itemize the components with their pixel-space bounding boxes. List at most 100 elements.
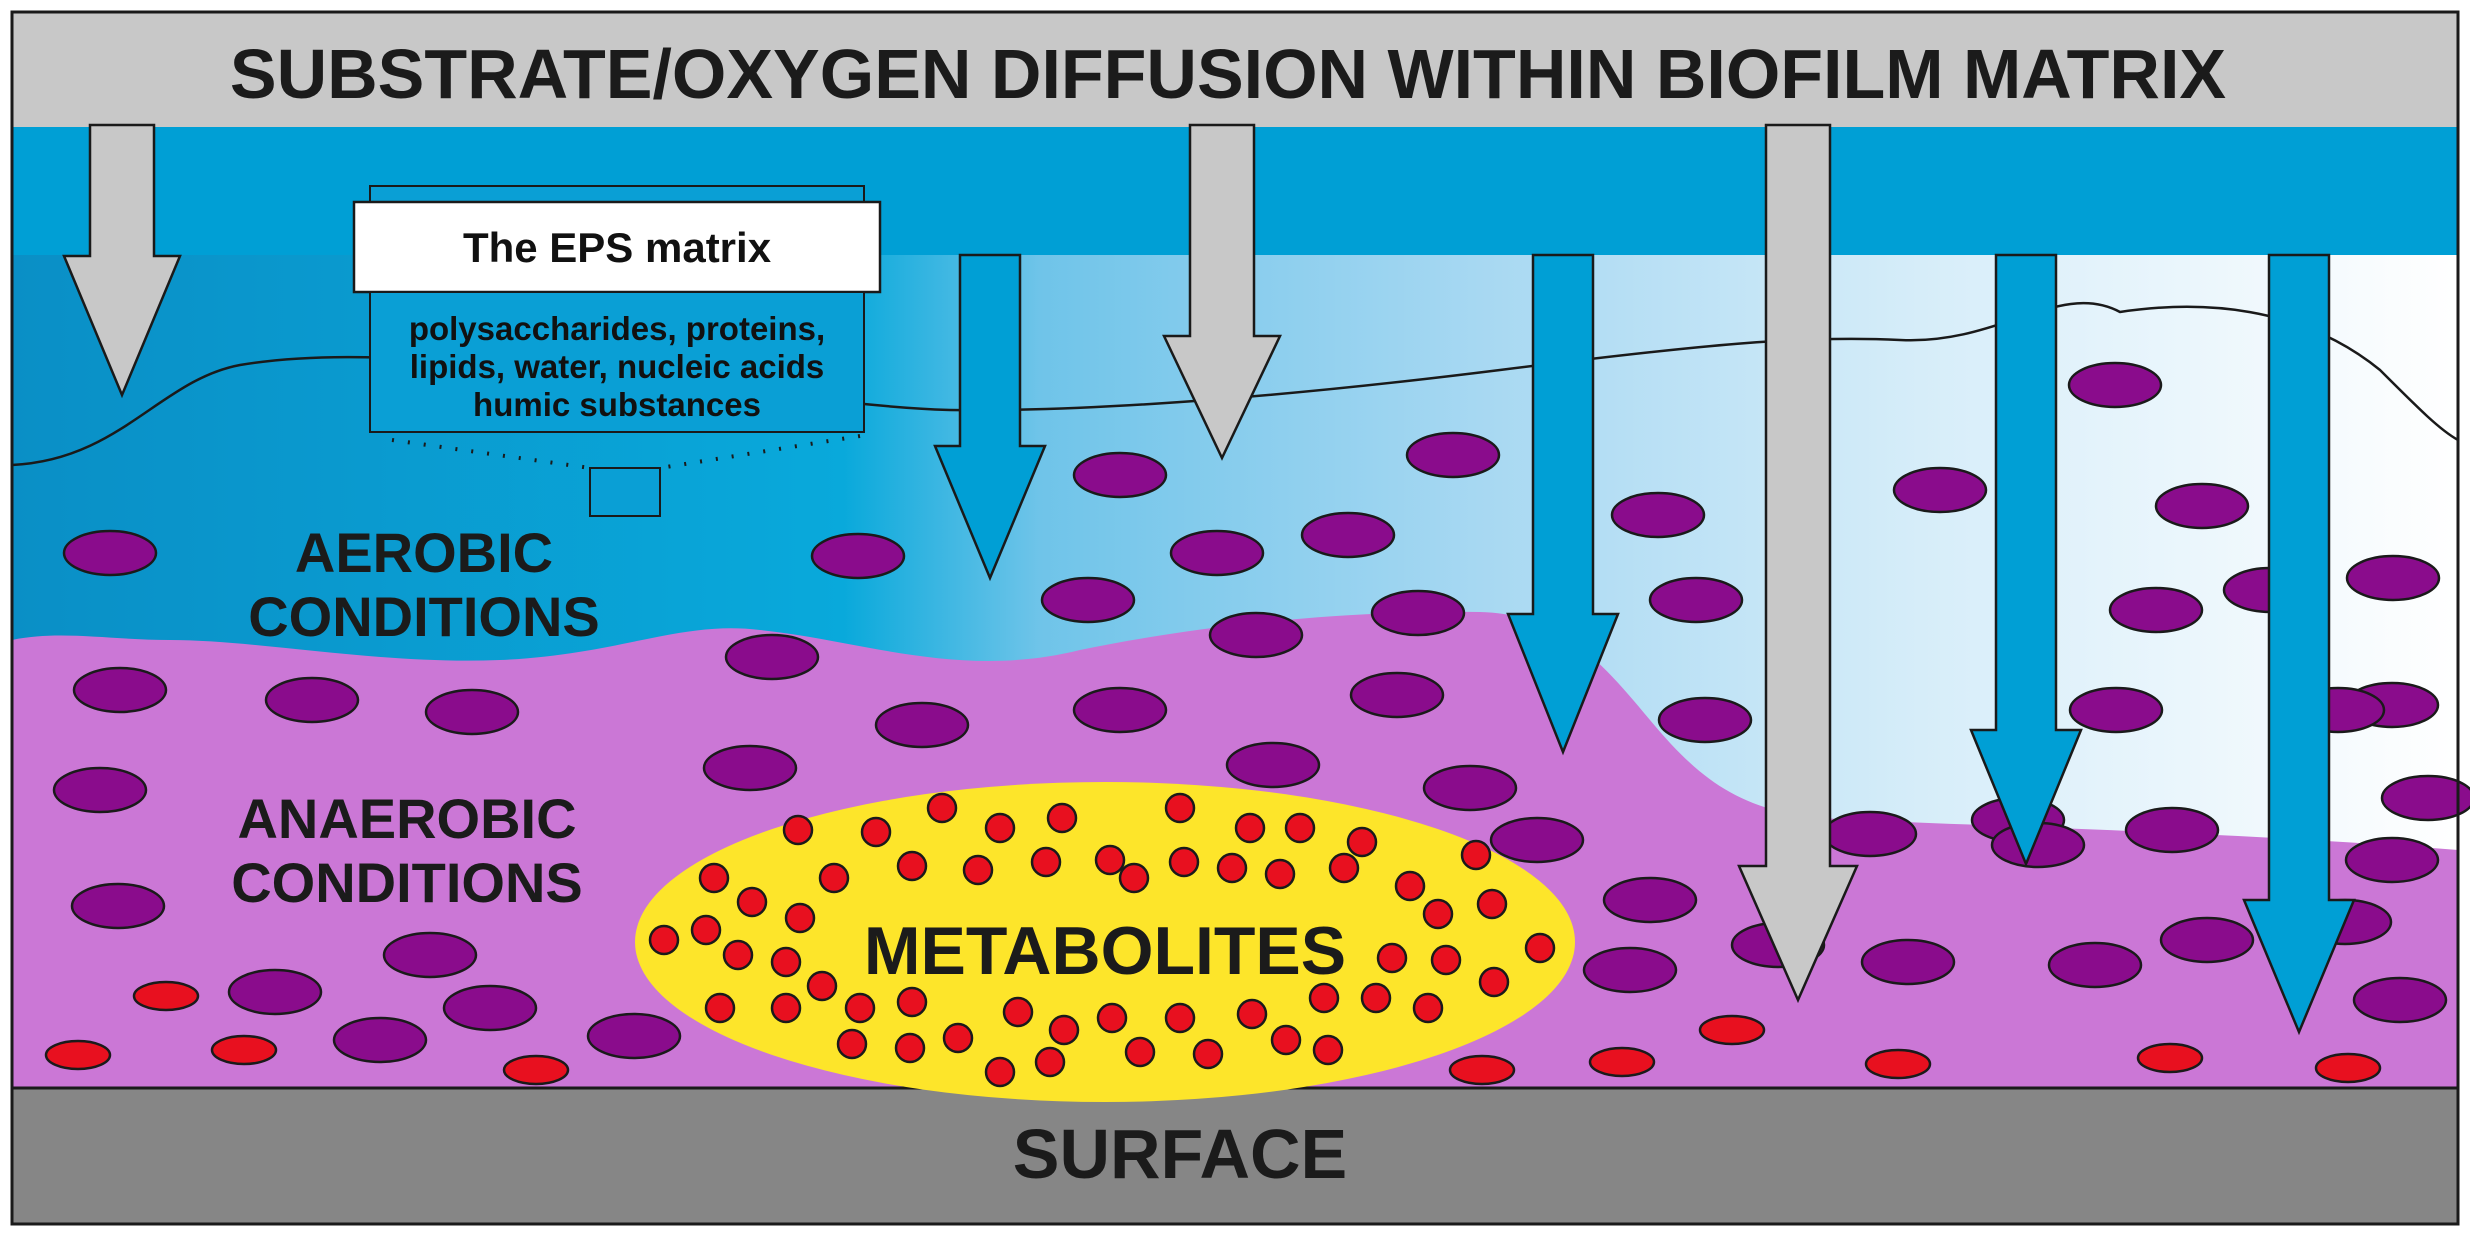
eps-box-heading: The EPS matrix (463, 224, 772, 271)
metabolite-droplet-icon (1034, 1046, 1066, 1078)
metabolite-droplet-icon (1234, 812, 1266, 844)
metabolite-droplet-icon (1236, 998, 1268, 1030)
bacterial-cell-icon (586, 1012, 682, 1060)
anaerobic-label-2: CONDITIONS (231, 851, 583, 914)
aerobic-label-1: AEROBIC (295, 521, 553, 584)
eps-zoom-line-right (659, 434, 861, 470)
substrate-arrow-icon (1737, 123, 1859, 1004)
eps-box-body (369, 291, 865, 433)
bacterial-cell-icon (1040, 576, 1136, 624)
bacterial-cell-icon (2380, 774, 2470, 822)
metabolite-droplet-icon (1588, 1046, 1656, 1078)
eps-box-line1: polysaccharides, proteins, (409, 310, 825, 347)
substrate-arrow-icon (1162, 123, 1282, 461)
bacterial-cell-icon (62, 529, 158, 577)
metabolite-droplet-icon (1412, 992, 1444, 1024)
metabolite-droplet-icon (736, 886, 768, 918)
metabolite-droplet-icon (1048, 1014, 1080, 1046)
metabolite-droplet-icon (1216, 852, 1248, 884)
metabolite-droplet-icon (1192, 1038, 1224, 1070)
bacterial-cell-icon (264, 676, 360, 724)
bacterial-cell-icon (442, 984, 538, 1032)
metabolite-droplet-icon (1864, 1048, 1932, 1080)
metabolite-droplet-icon (894, 1032, 926, 1064)
bacterial-cell-icon (2124, 806, 2220, 854)
metabolite-droplet-icon (690, 914, 722, 946)
bacterial-cell-icon (810, 532, 906, 580)
metabolite-droplet-icon (1270, 1024, 1302, 1056)
bacterial-cell-icon (2352, 976, 2448, 1024)
eps-box-heading-bg (352, 200, 882, 294)
bacterial-cell-icon (2344, 836, 2440, 884)
upper-liquid-band (12, 125, 1770, 255)
bacterial-cell-icon (1822, 810, 1918, 858)
metabolites-label: METABOLITES (864, 913, 1346, 989)
metabolite-droplet-icon (1264, 858, 1296, 890)
metabolite-droplet-icon (132, 980, 200, 1012)
metabolite-droplet-icon (1284, 812, 1316, 844)
metabolite-droplet-icon (722, 939, 754, 971)
metabolite-droplet-icon (1524, 932, 1556, 964)
metabolite-droplet-icon (1094, 844, 1126, 876)
metabolite-droplet-icon (1002, 996, 1034, 1028)
metabolite-droplet-icon (1096, 1002, 1128, 1034)
bacterial-cell-icon (332, 1016, 428, 1064)
bacterial-cell-icon (72, 666, 168, 714)
metabolite-droplet-icon (770, 992, 802, 1024)
bacterial-cell-icon (1169, 529, 1265, 577)
metabolite-droplet-icon (1346, 826, 1378, 858)
metabolite-droplet-icon (1476, 888, 1508, 920)
metabolite-droplet-icon (784, 902, 816, 934)
metabolite-droplet-icon (44, 1039, 112, 1071)
metabolite-droplet-icon (1460, 839, 1492, 871)
cells-layer (44, 361, 2470, 1086)
eps-box-line3: humic substances (473, 386, 761, 423)
bacterial-cell-icon (1860, 938, 1956, 986)
outer-frame (10, 10, 2460, 1226)
metabolite-droplet-icon (926, 792, 958, 824)
bacterial-cell-icon (1300, 511, 1396, 559)
bacterial-cell-icon (1657, 696, 1753, 744)
bacterial-cell-icon (2154, 482, 2250, 530)
upper-liquid-band-right (1830, 125, 2458, 255)
bacterial-cell-icon (1208, 611, 1304, 659)
bacterial-cell-icon (2068, 686, 2164, 734)
metabolite-droplet-icon (502, 1054, 570, 1086)
metabolite-droplet-icon (210, 1034, 278, 1066)
bacterial-cell-icon (874, 701, 970, 749)
bacterial-cell-icon (1370, 589, 1466, 637)
metabolite-droplet-icon (860, 816, 892, 848)
bacterial-cell-icon (227, 968, 323, 1016)
oxygen-arrow-icon (1506, 253, 1620, 756)
bacterial-cell-icon (1405, 431, 1501, 479)
bacterial-cell-icon (724, 633, 820, 681)
metabolite-droplet-icon (896, 850, 928, 882)
metabolite-droplet-icon (1312, 1034, 1344, 1066)
bacterial-cell-icon (1648, 576, 1744, 624)
eps-box-line2: lipids, water, nucleic acids (410, 348, 825, 385)
metabolite-droplet-icon (1328, 852, 1360, 884)
bacterial-cell-icon (2047, 941, 2143, 989)
bacterial-cell-icon (1072, 451, 1168, 499)
metabolite-droplet-icon (836, 1028, 868, 1060)
metabolite-droplet-icon (1422, 898, 1454, 930)
bacterial-cell-icon (1602, 876, 1698, 924)
bacterial-cell-icon (52, 766, 148, 814)
metabolite-droplet-icon (1430, 944, 1462, 976)
anaerobic-label-1: ANAEROBIC (237, 787, 576, 850)
metabolite-droplet-icon (1698, 1014, 1766, 1046)
metabolite-droplet-icon (1164, 1002, 1196, 1034)
surface-label: SURFACE (1013, 1115, 1347, 1193)
oxygen-arrow-icon (933, 253, 1047, 582)
header-bar (12, 12, 2458, 127)
bacterial-cell-icon (70, 882, 166, 930)
bacterial-cell-icon (1892, 466, 1988, 514)
metabolites-layer (648, 792, 1556, 1088)
bacterial-cell-icon (2108, 586, 2204, 634)
metabolite-droplet-icon (818, 862, 850, 894)
metabolite-droplet-icon (704, 992, 736, 1024)
aerobic-label-2: CONDITIONS (248, 585, 600, 648)
title: SUBSTRATE/OXYGEN DIFFUSION WITHIN BIOFIL… (230, 35, 2227, 113)
